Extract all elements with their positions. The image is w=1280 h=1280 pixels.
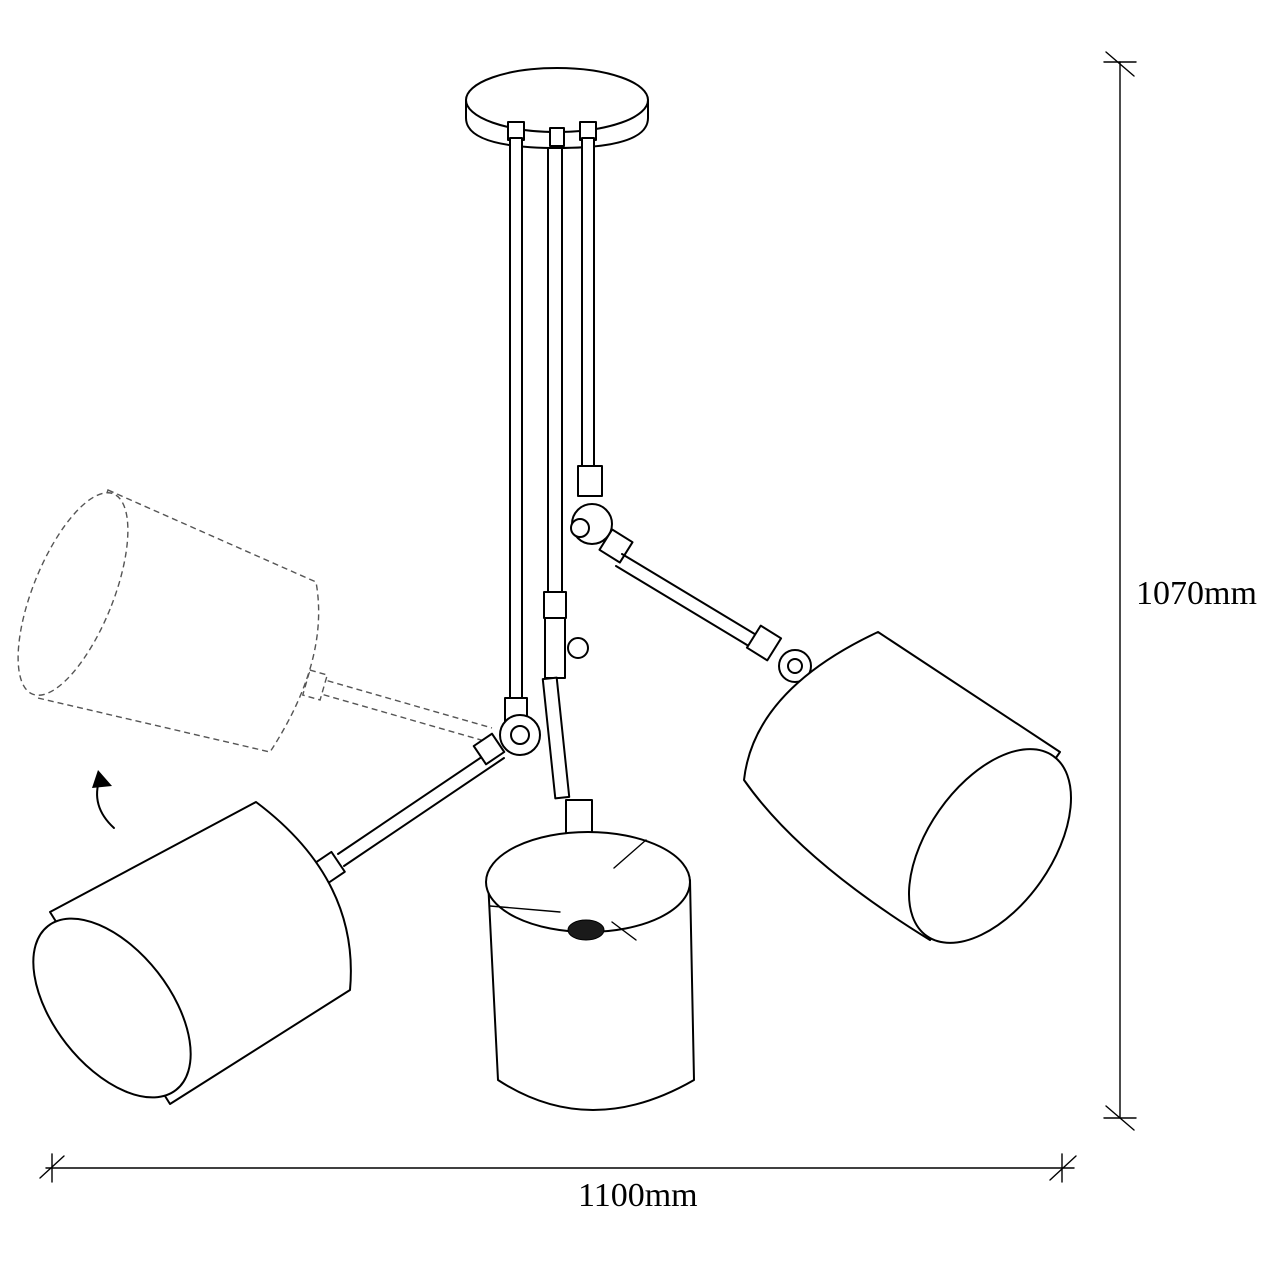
right-arm [570, 465, 812, 683]
center-shade [485, 831, 695, 1111]
width-dimension: 1100mm [39, 1153, 1077, 1214]
curved-arrow-icon [92, 770, 115, 829]
suspension-rods [509, 137, 595, 699]
height-dimension: 1070mm [1103, 51, 1257, 1131]
height-label: 1070mm [1136, 575, 1257, 612]
right-shade [743, 631, 1072, 944]
left-shade [32, 801, 352, 1105]
ghost-shade-position [17, 489, 493, 753]
width-label: 1100mm [578, 1177, 698, 1214]
ceiling-canopy [465, 67, 649, 149]
